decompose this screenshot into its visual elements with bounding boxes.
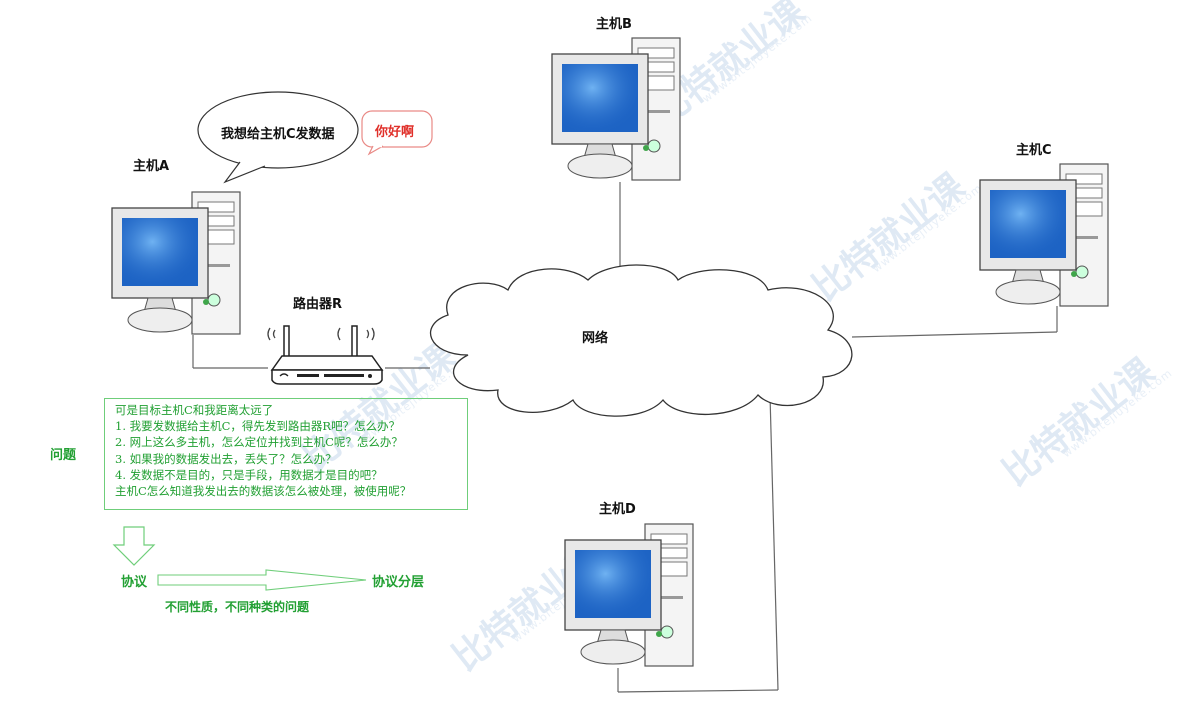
problem-note: 不同性质，不同种类的问题 <box>165 598 309 615</box>
protocol-label: 协议 <box>121 571 147 590</box>
hello-bubble-text: 你好啊 <box>375 121 414 140</box>
question-item: 1. 我要发数据给主机C，得先发到路由器R吧？怎么办？ <box>115 418 467 434</box>
question-item: 2. 网上这么多主机，怎么定位并找到主机C呢？怎么办？ <box>115 434 467 450</box>
questions-box: 可是目标主机C和我距离太远了 1. 我要发数据给主机C，得先发到路由器R吧？怎么… <box>104 398 468 510</box>
host-c-computer-icon <box>978 152 1113 310</box>
router-icon <box>262 318 392 388</box>
host-a-computer-icon <box>110 180 245 338</box>
host-a-label: 主机A <box>133 155 169 174</box>
question-label: 问题 <box>50 444 76 463</box>
down-arrow-icon <box>110 525 160 570</box>
protocol-layer-label: 协议分层 <box>372 571 424 590</box>
router-label: 路由器R <box>293 293 342 312</box>
network-cloud <box>408 255 868 425</box>
question-item: 4. 发数据不是目的，只是手段，用数据才是目的吧？ <box>115 467 467 483</box>
host-b-computer-icon <box>550 26 685 184</box>
host-d-computer-icon <box>563 512 698 670</box>
speech-bubble-text: 我想给主机C发数据 <box>221 123 335 142</box>
question-item: 主机C怎么知道我发出去的数据该怎么被处理，被使用呢？ <box>115 483 467 499</box>
question-item: 3. 如果我的数据发出去，丢失了？怎么办？ <box>115 451 467 467</box>
right-arrow-icon <box>156 568 371 592</box>
questions-intro: 可是目标主机C和我距离太远了 <box>115 402 467 418</box>
network-label: 网络 <box>582 327 608 346</box>
